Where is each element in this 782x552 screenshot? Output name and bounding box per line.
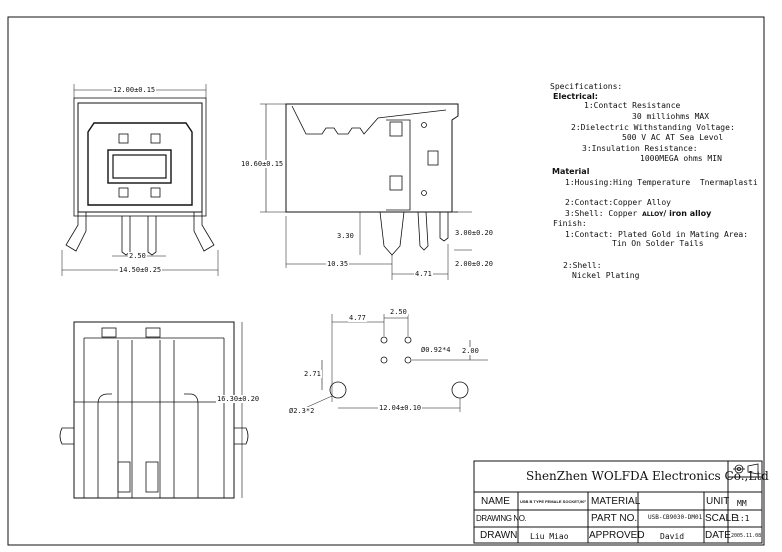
spec-f2: 2:Shell:: [563, 261, 602, 270]
name-label: NAME: [481, 496, 510, 507]
unit-value: MM: [737, 499, 747, 508]
bottom-view: [59, 321, 249, 499]
date-label: DATE: [705, 530, 731, 541]
dim-side-200: 2.00±0.20: [454, 260, 494, 268]
approved-label: APPROVED: [589, 530, 645, 541]
spec-m2: 2:Contact:Copper Alloy: [565, 198, 671, 207]
drawn-label: DRAWN: [480, 530, 518, 541]
spec-material-label: Material: [552, 167, 590, 176]
unit-label: UNIT: [706, 496, 730, 507]
name-value: USB B TYPE FEMALE SOCKET,90° DIP: [520, 499, 586, 504]
dim-side-330: 3.30: [336, 232, 355, 240]
spec-electrical-label: Electrical:: [553, 92, 598, 101]
part-no-label: PART NO.: [591, 513, 638, 524]
material-label: MATERIAL: [591, 496, 641, 507]
spec-finish: Finish:: [553, 219, 587, 228]
spec-e1: 1:Contact Resistance: [584, 101, 681, 110]
spec-m3-a: 3:Shell: Copper: [565, 209, 643, 218]
dim-pcb-1204: 12.04±0.10: [378, 404, 423, 412]
spec-heading: Specifications:: [550, 82, 623, 91]
drawing-no-label: DRAWING NO.: [476, 514, 527, 523]
spec-e1-value: 30 milliohms MAX: [632, 112, 710, 121]
company-name: ShenZhen WOLFDA Electronics Co.,Ltd: [526, 469, 769, 483]
spec-e3-value: 1000MEGA ohms MIN: [640, 154, 722, 163]
projection-symbol-icon: [733, 463, 759, 475]
dim-side-471: 4.71: [414, 270, 433, 278]
approved-value: David: [660, 532, 685, 541]
spec-electrical: Electrical:: [553, 92, 598, 102]
spec-e3: 3:Insulation Resistance:: [582, 144, 698, 153]
spec-m3-c: / iron alloy: [663, 209, 712, 218]
dim-side-300: 3.00±0.20: [454, 229, 494, 237]
sheet-border: [7, 16, 765, 546]
spec-material: Material: [552, 167, 589, 177]
title-block-frame: [473, 460, 763, 544]
dim-pcb-200: 2.00: [461, 347, 480, 355]
dim-pcb-477: 4.77: [348, 314, 367, 322]
dim-pcb-peg: Ø2.3*2: [288, 407, 316, 415]
spec-m3-b: ALLOY: [642, 211, 664, 218]
spec-f1: 1:Contact: Plated Gold in Mating Area:: [565, 230, 749, 239]
dim-pcb-250: 2.50: [389, 308, 408, 316]
drawn-value: Liu Miao: [530, 532, 569, 541]
spec-f2-b: Nickel Plating: [572, 271, 640, 280]
dim-side-height: 10.60±0.15: [240, 160, 285, 168]
dim-front-width: 12.00±0.15: [112, 86, 157, 94]
date-value: 2005.11.08: [731, 533, 762, 539]
pcb-footprint: [295, 314, 488, 413]
dim-pcb-hole: Ø0.92*4: [420, 346, 452, 354]
scale-value: 1:1: [735, 514, 750, 523]
dim-side-1035: 10.35: [326, 260, 350, 268]
side-view: [260, 103, 472, 280]
dim-bottom-length: 16.30±0.20: [216, 395, 261, 403]
spec-m3: 3:Shell: Copper ALLOY/ iron alloy: [565, 209, 711, 220]
dim-pcb-271: 2.71: [303, 370, 322, 378]
spec-f1-b: Tin On Solder Tails: [612, 239, 704, 248]
spec-e2-value: 500 V AC AT Sea Levol: [622, 133, 724, 142]
scale-label: SCALE: [705, 513, 738, 524]
dim-front-base: 14.50±0.25: [118, 266, 163, 274]
front-view: [61, 84, 219, 276]
part-no-value: USB-CB9030-DM01: [648, 514, 703, 521]
dim-pin-pitch: 2.50: [128, 252, 147, 260]
spec-e2: 2:Dielectric Withstanding Voltage:: [571, 123, 735, 132]
spec-m1: 1:Housing:Hing Temperature Tnermaplasti: [565, 178, 758, 187]
